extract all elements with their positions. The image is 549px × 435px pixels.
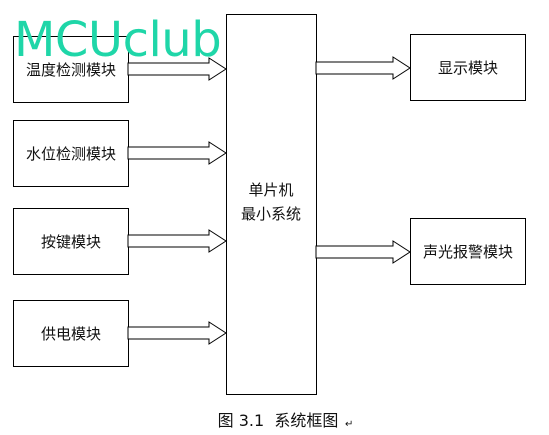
output-label-alarm: 声光报警模块	[423, 243, 513, 261]
arrow-mcu-to-display	[315, 56, 411, 80]
arrow-temperature-to-mcu	[127, 57, 227, 81]
mcu-box	[226, 14, 317, 395]
arrow-keys-to-mcu	[127, 229, 227, 253]
output-box-display	[410, 34, 526, 101]
input-label-power: 供电模块	[41, 325, 101, 343]
output-box-alarm	[410, 218, 526, 285]
arrow-mcu-to-alarm	[315, 240, 411, 264]
mcu-label-line2: 最小系统	[241, 205, 301, 223]
input-label-water-level: 水位检测模块	[26, 145, 116, 163]
arrow-water-level-to-mcu	[127, 141, 227, 165]
output-label-display: 显示模块	[438, 59, 498, 77]
mcu-label-line1: 单片机	[248, 181, 293, 199]
input-label-keys: 按键模块	[41, 233, 101, 251]
input-label-temperature: 温度检测模块	[26, 61, 116, 79]
arrow-power-to-mcu	[127, 321, 227, 345]
paragraph-mark-icon: ↵	[345, 419, 353, 430]
figure-caption: 图 3.1 系统框图	[218, 411, 339, 430]
